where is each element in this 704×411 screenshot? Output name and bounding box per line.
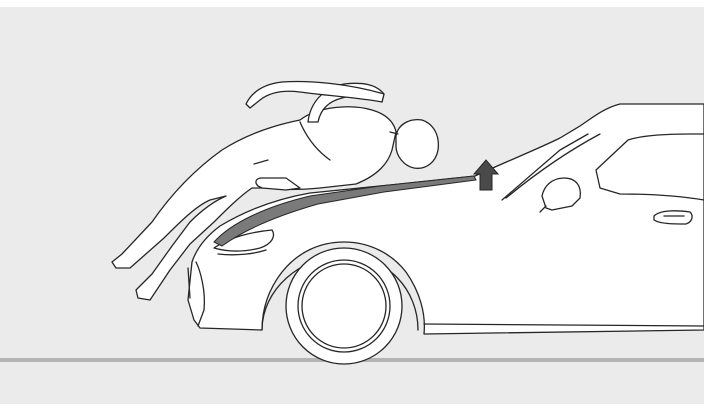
front-rim [298,260,390,352]
door-handle [654,211,692,224]
pedestrian-head [396,120,438,169]
